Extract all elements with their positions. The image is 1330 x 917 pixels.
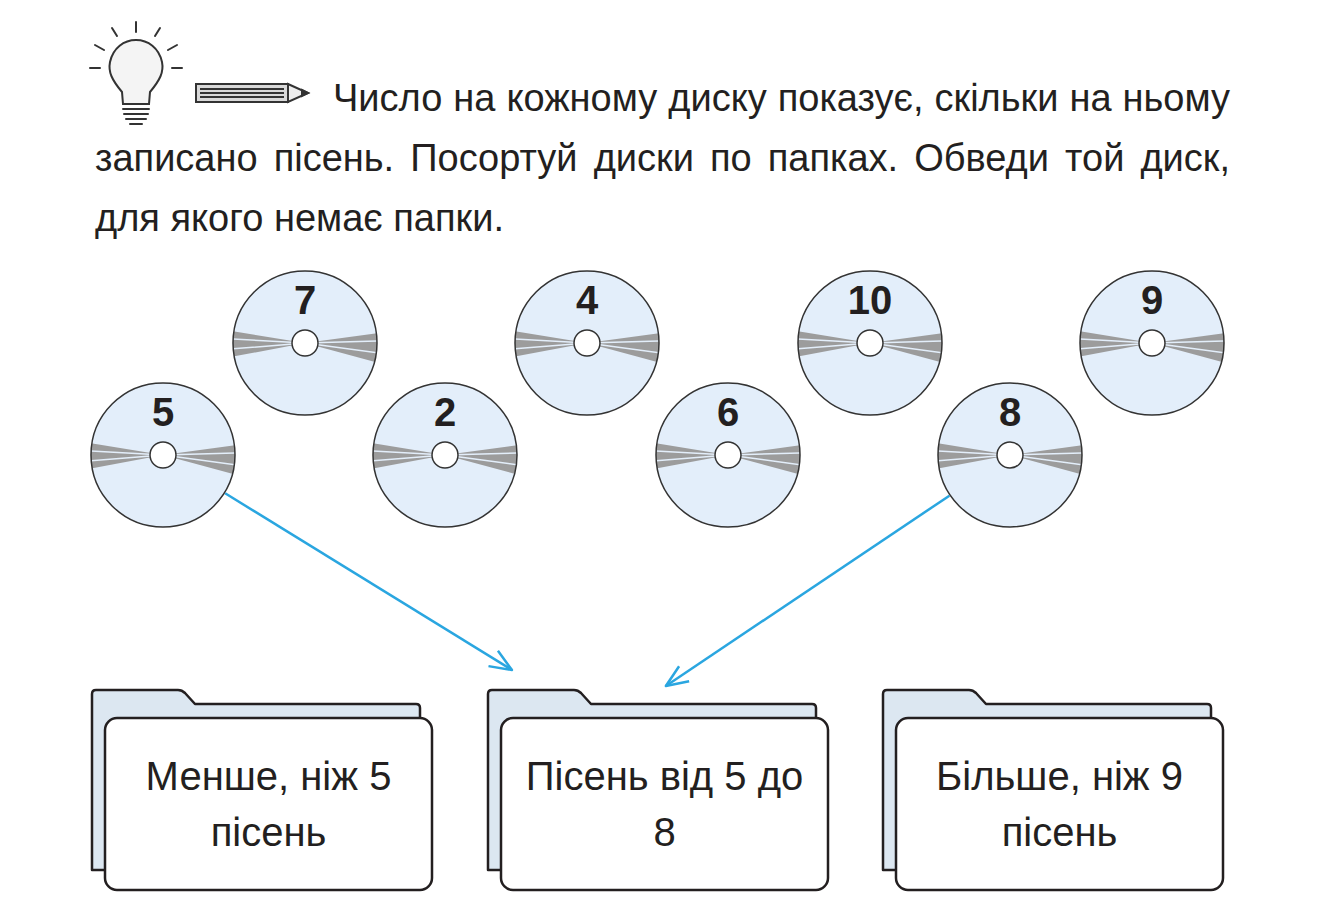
arrow-head — [666, 666, 689, 686]
folder-box: Менше, ніж 5 пісень — [92, 688, 434, 893]
cd-disc: 8 — [937, 382, 1083, 528]
disc-shine — [231, 331, 379, 363]
song-count: 2 — [372, 389, 518, 435]
disc-shine — [371, 443, 519, 475]
song-count: 7 — [232, 277, 378, 323]
cd-disc: 7 — [232, 270, 378, 416]
disc-hole — [574, 330, 600, 356]
pencil-icon — [196, 84, 308, 102]
disc-shine — [796, 331, 944, 363]
arrow-head — [488, 651, 511, 670]
song-count: 10 — [797, 277, 943, 323]
disc-hole — [150, 442, 176, 468]
folder-label: Більше, ніж 9 пісень — [915, 748, 1205, 860]
lightbulb-icon — [90, 22, 182, 124]
disc-hole — [857, 330, 883, 356]
cd-disc: 10 — [797, 270, 943, 416]
disc-shine — [513, 331, 661, 363]
disc-shine — [89, 443, 237, 475]
song-count: 8 — [937, 389, 1083, 435]
disc-hole — [997, 442, 1023, 468]
folder-box: Більше, ніж 9 пісень — [883, 688, 1225, 893]
disc-hole — [292, 330, 318, 356]
disc-shine — [654, 443, 802, 475]
cd-disc: 5 — [90, 382, 236, 528]
instruction-text: Число на кожному диску показує, скільки … — [95, 68, 1230, 248]
disc-shine — [1078, 331, 1226, 363]
folder-label: Менше, ніж 5 пісень — [124, 748, 414, 860]
cd-disc: 9 — [1079, 270, 1225, 416]
song-count: 5 — [90, 389, 236, 435]
cd-disc: 4 — [514, 270, 660, 416]
folder-box: Пісень від 5 до 8 — [488, 688, 830, 893]
song-count: 9 — [1079, 277, 1225, 323]
folder-label: Пісень від 5 до 8 — [520, 748, 810, 860]
cd-disc: 6 — [655, 382, 801, 528]
disc-hole — [715, 442, 741, 468]
song-count: 4 — [514, 277, 660, 323]
song-count: 6 — [655, 389, 801, 435]
disc-hole — [1139, 330, 1165, 356]
disc-hole — [432, 442, 458, 468]
cd-disc: 2 — [372, 382, 518, 528]
disc-shine — [936, 443, 1084, 475]
